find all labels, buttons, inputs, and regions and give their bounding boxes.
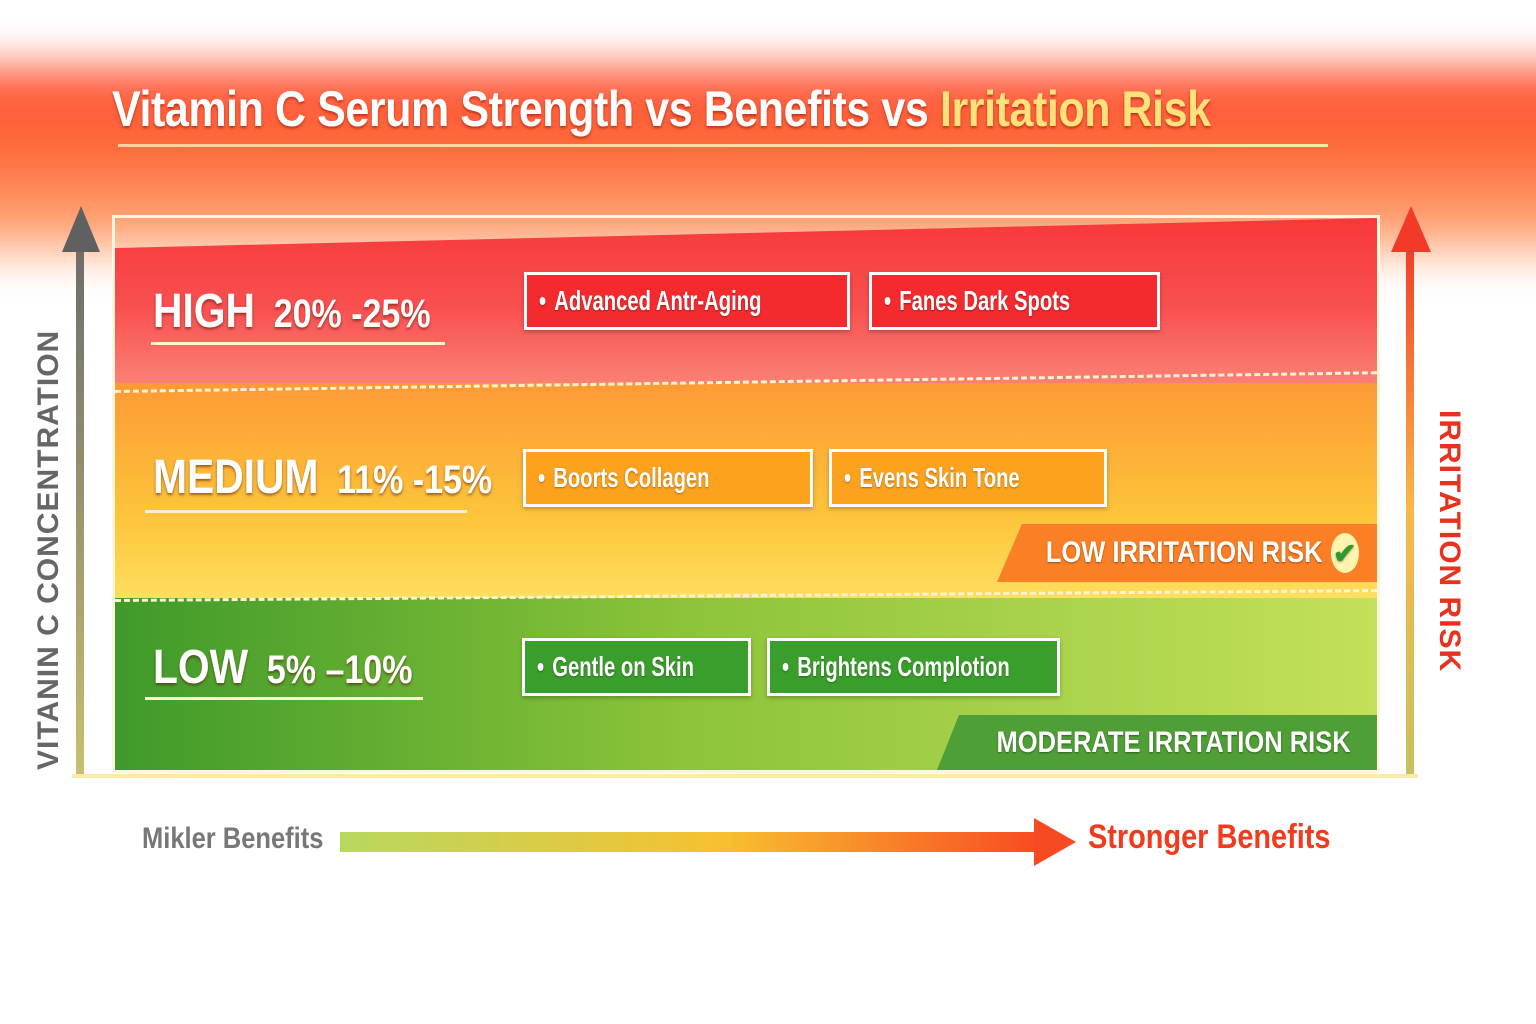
axis-baseline (72, 774, 1418, 778)
stronger-benefits-label: Stronger Benefits (1088, 818, 1331, 856)
moderate-irritation-risk-tag: MODERATE IRRTATION RISK (937, 715, 1377, 770)
benefit-chip: • Brightens Complotion (767, 638, 1060, 696)
risk-label: LOW IRRITATION RISK (1045, 536, 1323, 569)
check-icon: ✔ (1330, 533, 1359, 573)
title-underline (118, 144, 1328, 147)
level-name: HIGH (153, 285, 255, 338)
level-name: MEDIUM (153, 451, 319, 504)
page-title: Vitamin C Serum Strength vs Benefits vs … (112, 80, 1211, 138)
level-medium-label: MEDIUM 11% -15% (153, 450, 492, 505)
milder-benefits-label: Mikler Benefits (142, 822, 324, 855)
up-arrow-icon (62, 206, 100, 252)
low-irritation-risk-tag: LOW IRRITATION RISK ✔ (997, 524, 1377, 582)
benefit-chip: • Advanced Antr-Aging (524, 272, 850, 330)
title-main: Vitamin C Serum Strength vs Benefits vs (112, 81, 929, 137)
level-underline (145, 697, 423, 700)
level-range: 5% –10% (266, 648, 413, 692)
level-high-label: HIGH 20% -25% (153, 284, 431, 339)
level-underline (151, 342, 445, 345)
benefit-chip: • Fanes Dark Spots (869, 272, 1160, 330)
risk-label: MODERATE IRRTATION RISK (996, 725, 1351, 759)
level-underline (145, 510, 467, 513)
irritation-axis (1406, 240, 1414, 778)
level-range: 11% -15% (337, 458, 493, 502)
concentration-axis (76, 240, 84, 778)
irritation-axis-label: IRRITATION RISK (1433, 410, 1466, 673)
concentration-axis-label: VITANIN C CONCENTRATION (32, 329, 65, 770)
level-range: 20% -25% (273, 292, 431, 336)
right-arrow-icon (1034, 818, 1076, 866)
up-arrow-icon (1391, 206, 1431, 252)
benefit-chip: • Gentle on Skin (522, 638, 751, 696)
title-accent: Irritation Risk (939, 81, 1211, 137)
level-name: LOW (153, 641, 249, 694)
benefit-chip: • Boorts Collagen (523, 449, 813, 507)
strength-panel: HIGH 20% -25% • Advanced Antr-Aging • Fan… (115, 218, 1377, 770)
level-low-label: LOW 5% –10% (153, 640, 412, 695)
benefit-chip: • Evens Skin Tone (829, 449, 1107, 507)
benefits-arrow (340, 832, 1040, 852)
